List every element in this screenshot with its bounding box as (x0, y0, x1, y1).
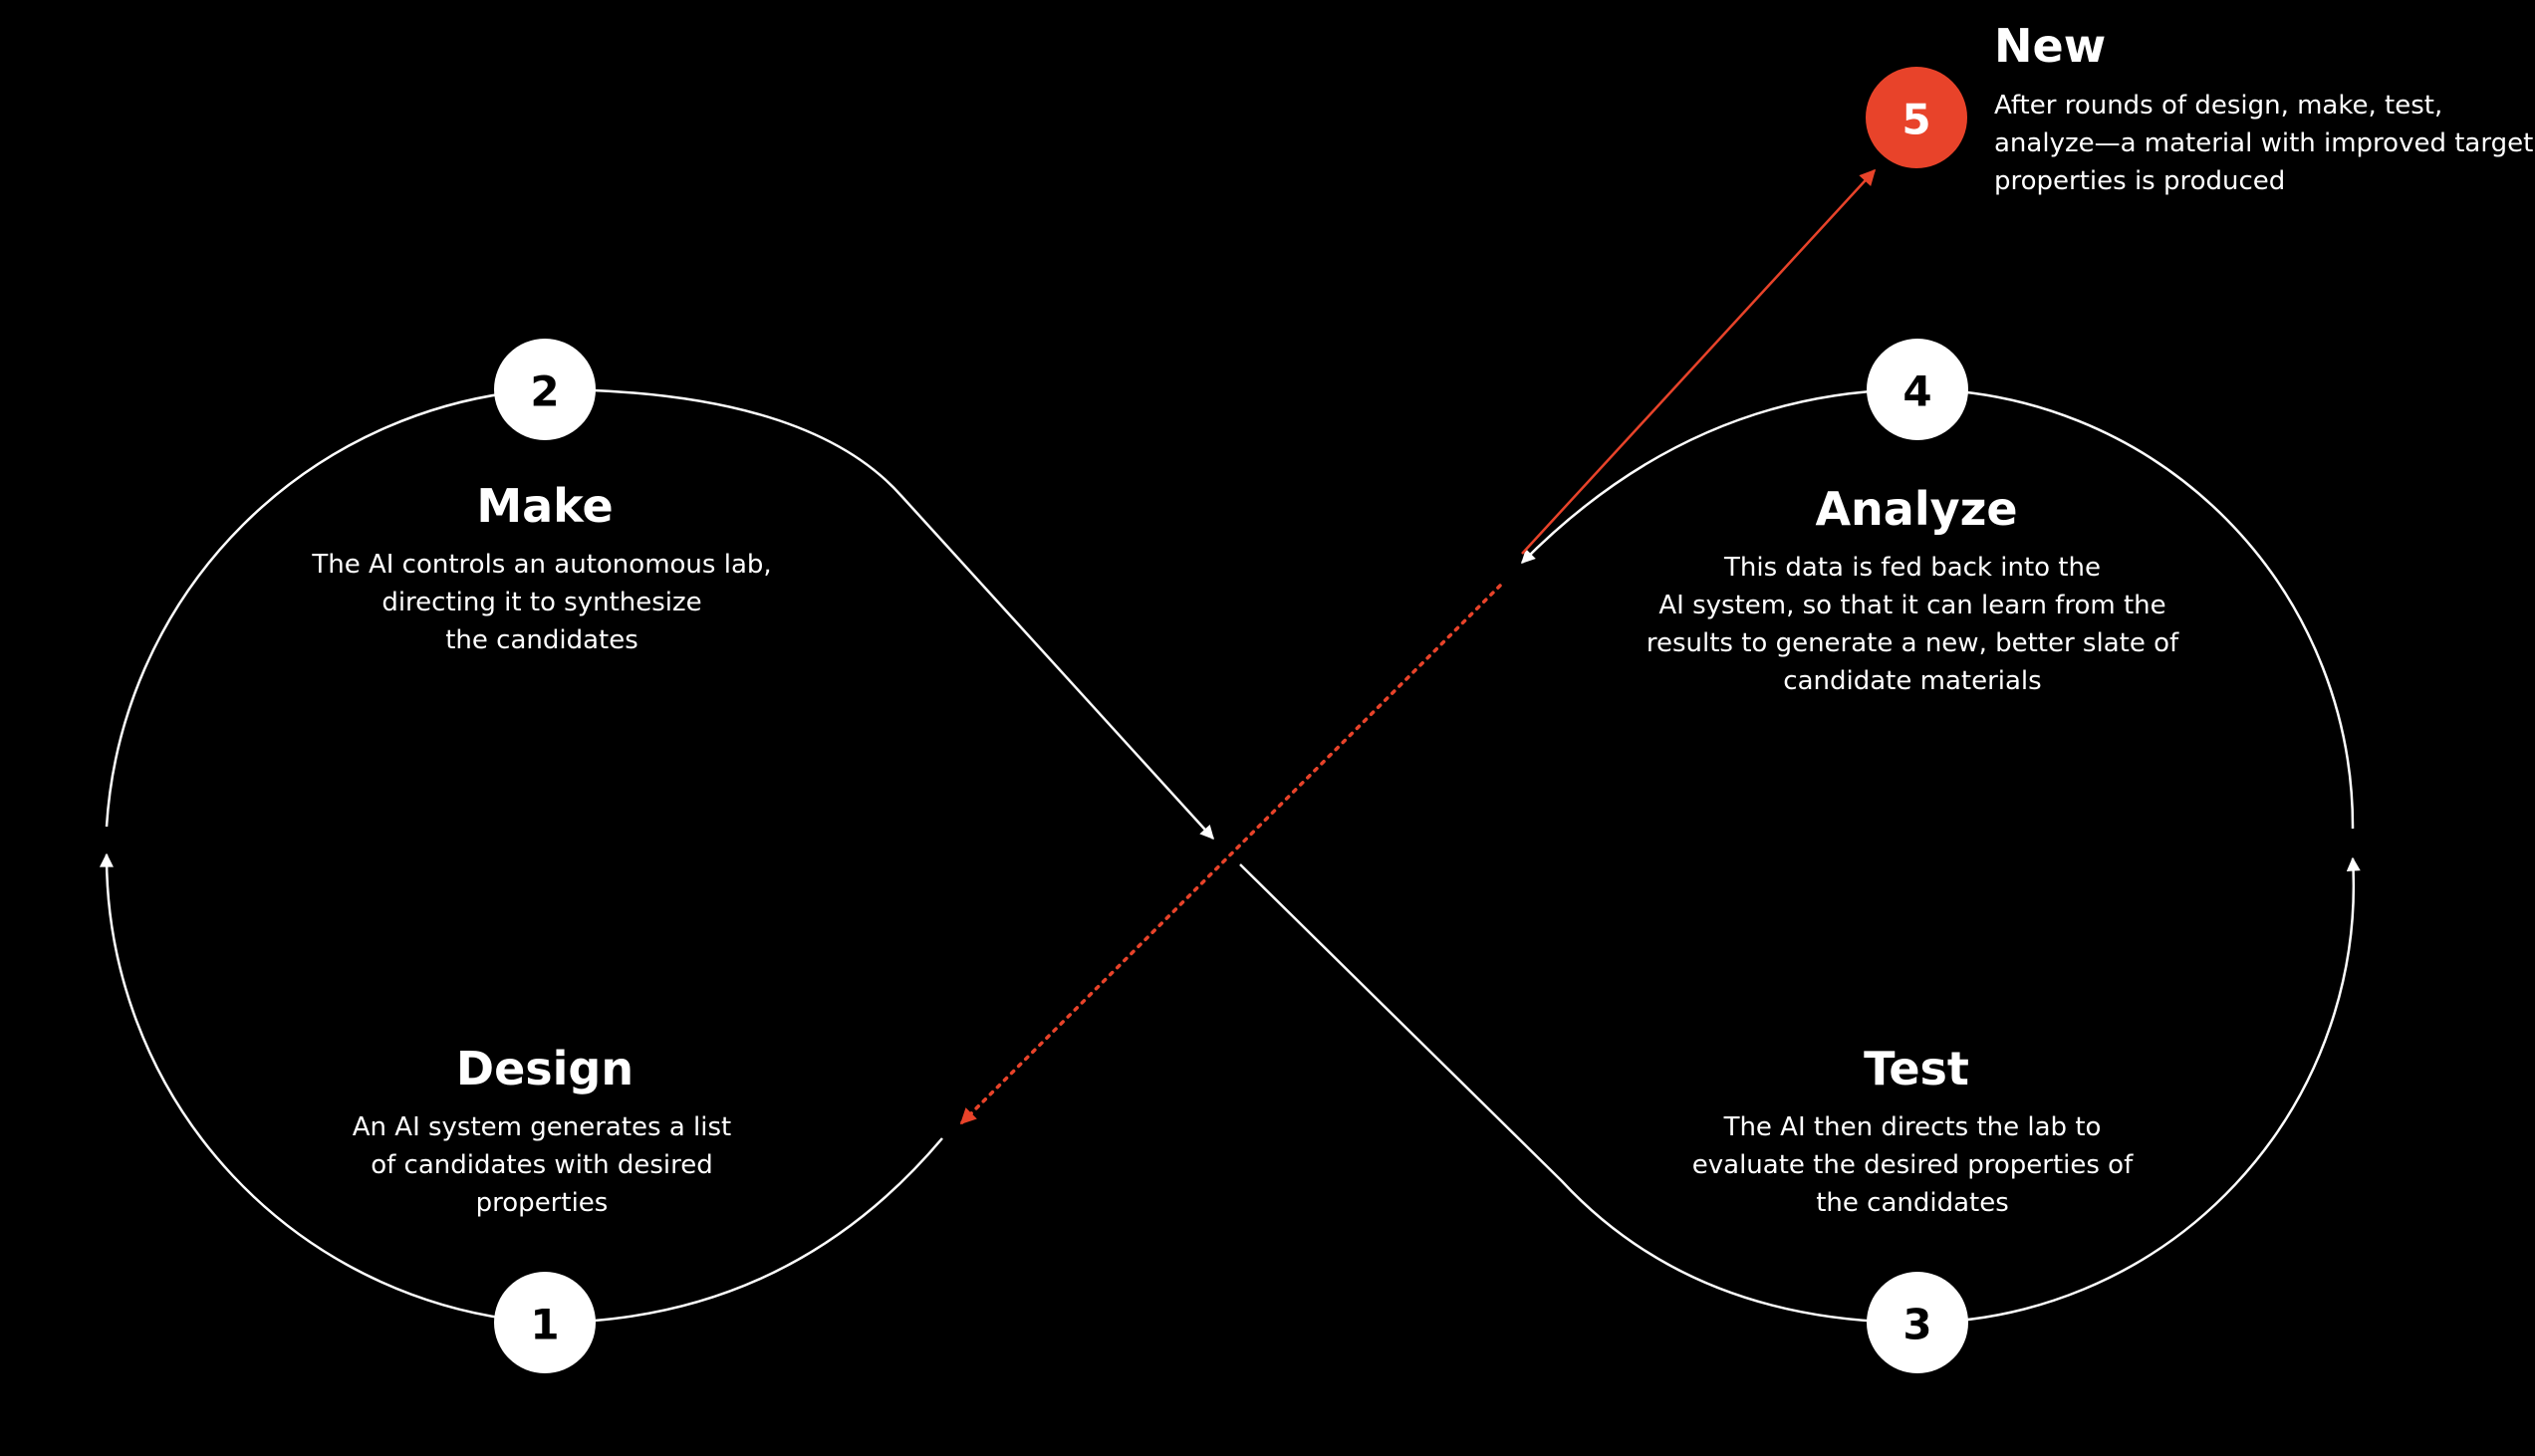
outcome-desc-line-1: After rounds of design, make, test, (1994, 91, 2442, 121)
step-3-label-block: Test The AI then directs the lab to eval… (1692, 1042, 2134, 1218)
step-2-circle (494, 339, 596, 440)
outcome-desc-line-2: analyze—a material with improved target (1994, 128, 2533, 158)
step-4-node: 4 (1867, 339, 1968, 440)
step-4-desc-line-3: results to generate a new, better slate … (1647, 628, 2179, 658)
step-4-desc-line-4: candidate materials (1783, 666, 2041, 696)
step-3-circle (1867, 1272, 1968, 1373)
step-4-title: Analyze (1815, 482, 2017, 536)
step-3-desc-line-1: The AI then directs the lab to (1723, 1112, 2102, 1142)
step-1-desc-line-3: properties (476, 1188, 609, 1218)
step-2-label-block: Make The AI controls an autonomous lab, … (311, 479, 771, 655)
step-2-desc-line-2: directing it to synthesize (381, 588, 701, 617)
step-2-node: 2 (494, 339, 596, 440)
step-4-circle (1867, 339, 1968, 440)
loop-path-make-to-test (544, 387, 1214, 841)
step-4-desc-line-2: AI system, so that it can learn from the (1658, 591, 2165, 620)
feedback-dotted-line (959, 584, 1502, 1125)
loop-path-test-to-analyze-upper (1916, 387, 2355, 830)
step-2-number: 2 (530, 367, 559, 416)
outcome-number: 5 (1901, 96, 1930, 144)
step-1-desc-line-2: of candidates with desired (371, 1150, 713, 1180)
outcome-circle (1866, 67, 1967, 168)
step-3-node: 3 (1867, 1272, 1968, 1373)
output-arrow-line (1521, 168, 1877, 555)
step-2-title: Make (476, 479, 613, 533)
step-4-number: 4 (1902, 367, 1931, 416)
step-1-number: 1 (530, 1301, 559, 1349)
step-3-desc-line-2: evaluate the desired properties of (1692, 1150, 2134, 1180)
step-3-number: 3 (1902, 1301, 1931, 1349)
loop-path-analyze-feedback (1521, 387, 1918, 564)
step-1-desc-line-1: An AI system generates a list (353, 1112, 732, 1142)
step-4-label-block: Analyze This data is fed back into the A… (1647, 482, 2179, 696)
step-1-label-block: Design An AI system generates a list of … (353, 1042, 732, 1218)
step-1-node: 1 (494, 1272, 596, 1373)
step-1-circle (494, 1272, 596, 1373)
loop-path-test-lower (1239, 863, 1918, 1325)
outcome-node: 5 (1866, 67, 1967, 168)
step-2-desc-line-3: the candidates (445, 625, 638, 655)
outcome-title: New (1994, 19, 2106, 73)
step-3-title: Test (1864, 1042, 1969, 1095)
outcome-desc-line-3: properties is produced (1994, 166, 2285, 196)
step-4-desc-line-1: This data is fed back into the (1723, 553, 2101, 583)
step-1-title: Design (456, 1042, 634, 1095)
loop-path-test-to-analyze-lower (1916, 856, 2361, 1325)
step-2-desc-line-1: The AI controls an autonomous lab, (311, 550, 771, 580)
outcome-label-block: New After rounds of design, make, test, … (1994, 19, 2533, 196)
loop-path-design-inlet (544, 1137, 943, 1325)
step-3-desc-line-3: the candidates (1816, 1188, 2009, 1218)
loop-path-design-to-make-upper (105, 387, 546, 828)
loop-path-design-to-make-lower (99, 852, 546, 1325)
